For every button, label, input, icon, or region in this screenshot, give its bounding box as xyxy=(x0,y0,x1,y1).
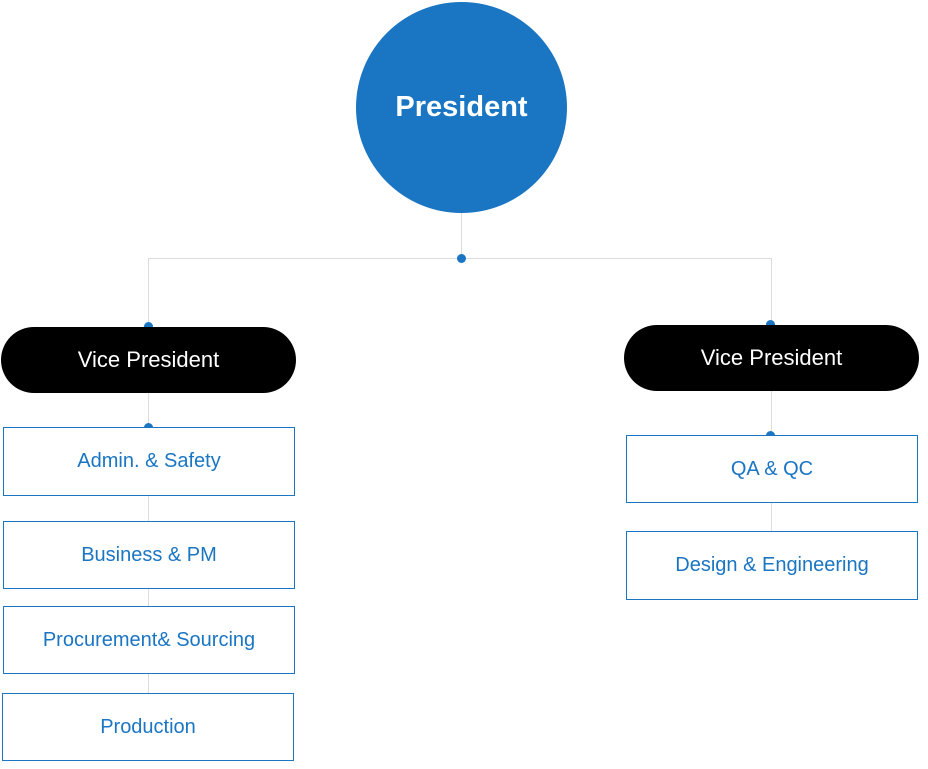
president-label: President xyxy=(395,91,528,123)
department-box: Production xyxy=(2,693,294,761)
department-box: Procurement& Sourcing xyxy=(3,606,295,674)
department-label: Admin. & Safety xyxy=(77,450,221,472)
vice-president-label: Vice President xyxy=(77,347,220,372)
vice-president-node-left: Vice President xyxy=(1,327,296,393)
connector-president-down xyxy=(461,213,462,258)
vice-president-node-right: Vice President xyxy=(624,325,919,391)
connector-right-branch xyxy=(771,258,772,325)
connector-left-branch xyxy=(148,258,149,327)
vice-president-label: Vice President xyxy=(700,345,843,370)
department-box: Design & Engineering xyxy=(626,531,918,600)
junction-dot-right-vp xyxy=(766,320,775,329)
department-box: Business & PM xyxy=(3,521,295,589)
department-label: Production xyxy=(100,715,196,738)
president-node: President xyxy=(356,2,567,213)
department-label: Procurement& Sourcing xyxy=(42,628,256,651)
department-box: QA & QC xyxy=(626,435,918,503)
junction-dot-center xyxy=(457,254,466,263)
department-box: Admin. & Safety xyxy=(3,427,295,496)
department-label: QA & QC xyxy=(730,457,814,480)
department-label: Design & Engineering xyxy=(675,554,869,576)
junction-dot-left-vp xyxy=(144,322,153,331)
department-label: Business & PM xyxy=(81,543,217,566)
